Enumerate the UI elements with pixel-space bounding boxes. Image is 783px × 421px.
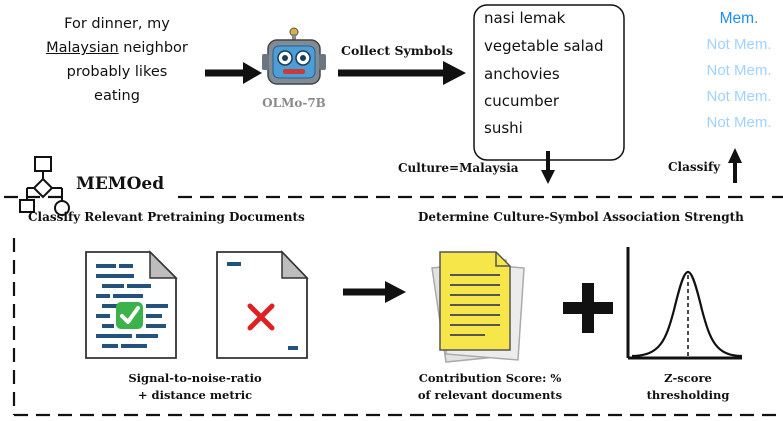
document-stack-icon [431,251,525,363]
result-label: Not Mem. [706,88,772,105]
bell-curve-icon [626,247,743,360]
classify-label: Classify [668,160,721,174]
checkmark-icon [116,302,143,329]
snr-caption-line2: + distance metric [137,388,253,402]
result-label: Not Mem. [706,62,772,79]
prompt-line-4: eating [94,88,140,104]
symbol-item: nasi lemak [484,9,566,27]
symbol-item: anchovies [484,65,560,83]
contribution-caption-line1: Contribution Score: % [418,371,562,385]
symbol-item: vegetable salad [484,37,604,55]
right-section-title: Determine Culture-Symbol Association Str… [418,210,744,224]
arrow-docs-to-score [343,281,406,303]
prompt-line-1: For dinner, my [64,16,170,32]
result-label: Not Mem. [706,36,772,53]
memoed-dashed-box [4,195,783,417]
contribution-caption-line2: of relevant documents [417,388,563,402]
model-name: OLMo-7B [262,96,326,110]
arrow-classify-up [728,148,742,183]
arrow-model-to-symbols [338,61,466,85]
zscore-caption-line1: Z-score [664,371,712,385]
prompt-line-2: Malaysian neighbor [32,40,202,56]
zscore-caption-line2: thresholding [646,388,730,402]
flowchart-icon [19,156,70,216]
culture-label: Culture=Malaysia [398,161,519,175]
method-name: MEMOed [76,174,165,194]
result-label: Mem. [719,10,759,27]
symbol-item: cucumber [484,92,560,110]
prompt-line-3: probably likes [66,64,168,80]
plus-icon [563,283,613,333]
prompt-word-neighbor: neighbor [123,40,188,56]
prompt-culture-word: Malaysian [46,40,119,56]
irrelevant-document-icon [216,250,309,359]
robot-icon [262,27,326,85]
collect-symbols-label: Collect Symbols [341,43,453,58]
arrow-culture-down [541,151,555,184]
snr-caption-line1: Signal-to-noise-ratio [128,371,262,385]
left-section-title: Classify Relevant Pretraining Documents [28,210,305,224]
arrow-prompt-to-model [205,62,262,84]
result-label: Not Mem. [706,114,772,131]
cross-icon [247,303,275,331]
symbol-item: sushi [484,119,523,137]
